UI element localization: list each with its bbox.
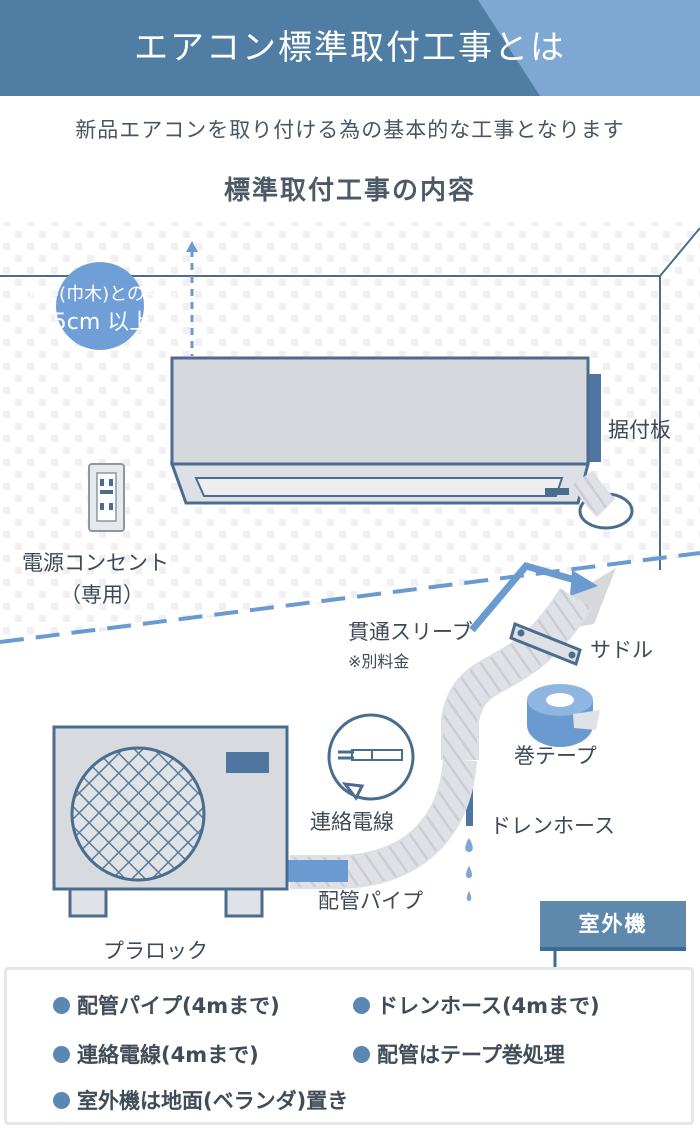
bullet-dot-icon — [353, 997, 370, 1014]
water-drops — [465, 838, 473, 901]
tape-roll — [527, 684, 600, 747]
mounting-plate-label: 据付板 — [608, 418, 671, 442]
summary-box: 配管パイプ(4mまで) ドレンホース(4mまで) 連絡電線(4mまで) 配管はテ… — [4, 967, 694, 1125]
summary-item: 配管パイプ(4mまで) — [53, 990, 280, 1020]
wire-label: 連絡電線 — [310, 810, 394, 834]
wire-callout — [327, 713, 415, 801]
installation-diagram — [0, 222, 700, 968]
summary-item: 連絡電線(4mまで) — [53, 1039, 259, 1069]
outlet-label: 電源コンセント — [22, 551, 169, 575]
bullet-dot-icon — [53, 1046, 70, 1063]
summary-item: ドレンホース(4mまで) — [353, 990, 600, 1020]
clearance-label: 天井(巾木)との空間 5cm 以上 — [2, 282, 202, 338]
summary-item: 配管はテープ巻処理 — [353, 1039, 565, 1069]
clearance-label-line1: 天井(巾木)との空間 — [23, 284, 181, 305]
saddle — [509, 621, 582, 667]
bullet-dot-icon — [53, 997, 70, 1014]
clearance-label-line2: 5cm 以上 — [52, 310, 152, 335]
clearance-badge-circle — [56, 262, 144, 350]
arrow-up-icon — [186, 241, 198, 356]
header-banner: エアコン標準取付工事とは — [0, 0, 700, 96]
drain-hose-label: ドレンホース — [490, 814, 615, 838]
plastic-block-label: プラロック — [103, 939, 208, 963]
banner-title: エアコン標準取付工事とは — [134, 28, 566, 68]
outlet-label-sub: （専用） — [60, 583, 144, 607]
power-outlet — [88, 463, 125, 532]
bullet-dot-icon — [53, 1092, 70, 1109]
sleeve-label: 貫通スリーブ — [348, 620, 473, 644]
floor-dashed-line — [0, 551, 700, 644]
corner-line — [659, 227, 700, 277]
summary-item: 室外機は地面(ベランダ)置き — [53, 1085, 348, 1115]
indoor-unit — [169, 356, 590, 505]
piping-label: 配管パイプ — [318, 889, 423, 913]
subtitle: 新品エアコンを取り付ける為の基本的な工事となります — [75, 118, 625, 142]
sleeve-arrow — [469, 562, 598, 633]
saddle-label: サドル — [590, 638, 653, 662]
bullet-dot-icon — [353, 1046, 370, 1063]
outdoor-unit-badge: 室外機 — [540, 901, 686, 951]
sleeve-note: ※別料金 — [348, 652, 410, 671]
banner-background — [0, 0, 700, 96]
outdoor-unit — [52, 725, 289, 918]
tape-label: 巻テープ — [514, 744, 597, 768]
section-heading: 標準取付工事の内容 — [223, 176, 476, 206]
pipe-connector — [284, 860, 348, 882]
